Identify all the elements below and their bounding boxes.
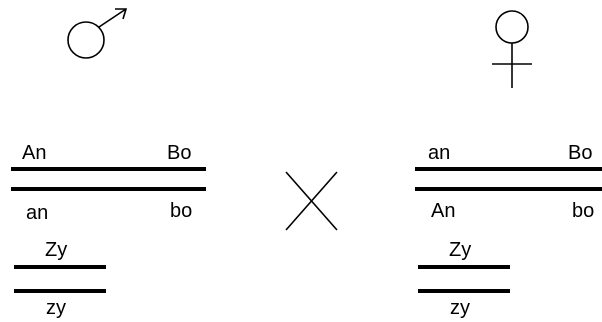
female-allele-top-left: an — [428, 142, 451, 164]
female-chromosome-pair-1 — [415, 167, 602, 191]
female-allele-zy-bottom: zy — [450, 297, 470, 319]
male-symbol-icon — [67, 8, 128, 59]
female-symbol-icon — [492, 10, 532, 88]
male-allele-top-left: An — [22, 142, 47, 164]
male-allele-bottom-right: bo — [170, 200, 193, 222]
male-allele-zy-bottom: zy — [46, 297, 66, 319]
female-allele-bottom-left: An — [431, 200, 456, 222]
female-allele-bottom-right: bo — [572, 200, 595, 222]
female-allele-zy-top: Zy — [449, 239, 472, 261]
male-allele-top-right: Bo — [167, 142, 192, 164]
male-chromosome-pair-2 — [14, 265, 106, 293]
male-chromosome-pair-1 — [11, 167, 206, 191]
male-allele-zy-top: Zy — [45, 239, 68, 261]
female-allele-top-right: Bo — [568, 142, 593, 164]
male-allele-bottom-left: an — [26, 202, 49, 224]
female-chromosome-pair-2 — [418, 265, 510, 293]
cross-x-icon — [285, 171, 338, 231]
